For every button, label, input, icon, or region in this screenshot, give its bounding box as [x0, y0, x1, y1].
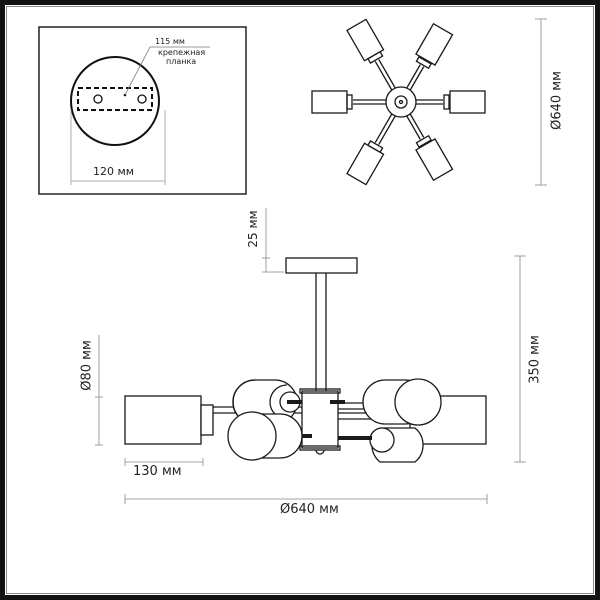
plate-width-label: 120 мм: [93, 165, 135, 178]
shade-diameter-label: Ø80 мм: [79, 340, 95, 391]
bracket-label-line2: планка: [166, 57, 197, 66]
bracket-label: крепежная планка: [158, 48, 205, 66]
canopy-height-label: 25 мм: [246, 210, 260, 248]
mounting-bracket: [77, 87, 153, 111]
mount-plate-circle: [70, 56, 160, 146]
total-height-label: 350 мм: [527, 335, 543, 384]
overall-diameter-label: Ø640 мм: [280, 502, 339, 517]
mount-inset: [38, 26, 247, 195]
top-view: [311, 18, 547, 186]
shade-length-label: 130 мм: [133, 464, 182, 479]
top-view-diameter-label: Ø640 мм: [549, 71, 565, 130]
bracket-label-line1: крепежная: [158, 48, 206, 57]
dimension-lines: [95, 208, 526, 504]
side-view: [124, 257, 487, 463]
screw-hole-right: [137, 94, 147, 104]
bracket-size-label: 115 мм: [155, 37, 185, 46]
screw-hole-left: [93, 94, 103, 104]
inner-frame: [6, 6, 594, 594]
